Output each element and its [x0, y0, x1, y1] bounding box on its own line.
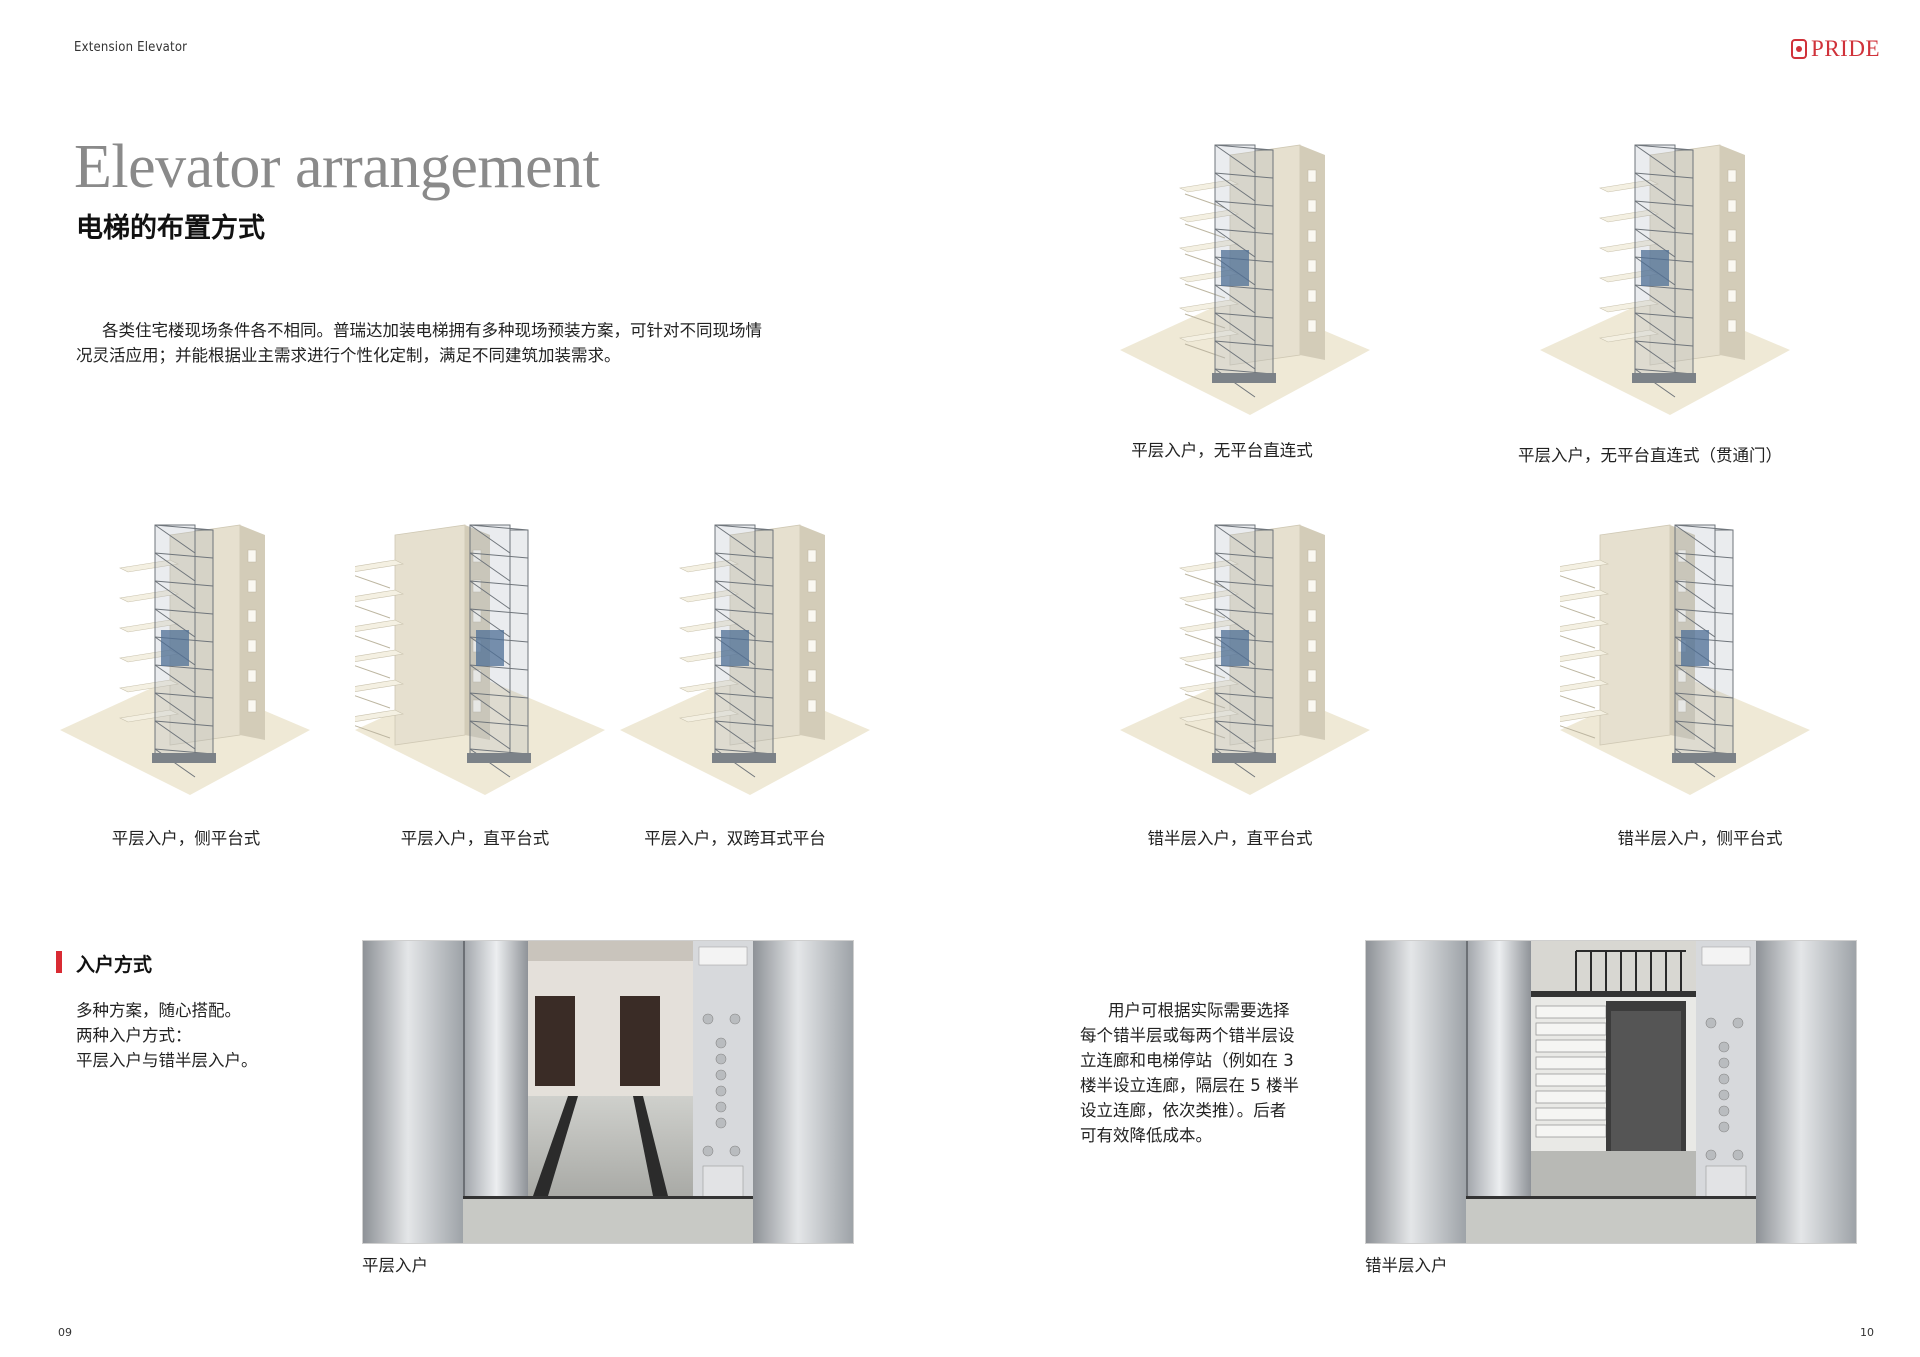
intro-line-1: 各类住宅楼现场条件各不相同。普瑞达加装电梯拥有多种现场预装方案，可针对不同现场情	[102, 321, 762, 340]
brand-logo[interactable]: PRIDE	[1791, 36, 1880, 62]
split-level-description: 用户可根据实际需要选择 每个错半层或每两个错半层设 立连廊和电梯停站（例如在 3…	[1080, 998, 1325, 1148]
section-title: 入户方式	[76, 954, 153, 976]
flat-entry-photo	[362, 940, 854, 1244]
elevator-render-5	[620, 505, 870, 805]
elevator-render-1	[1120, 125, 1370, 425]
intro-paragraph: 各类住宅楼现场条件各不相同。普瑞达加装电梯拥有多种现场预装方案，可针对不同现场情…	[76, 318, 846, 368]
right-line-2: 每个错半层或每两个错半层设	[1080, 1026, 1295, 1045]
logo-mark-icon	[1791, 39, 1808, 59]
page-number-left: 09	[58, 1326, 72, 1339]
elevator-render-2	[1540, 125, 1790, 425]
render-caption-4: 平层入户，直平台式	[400, 829, 550, 848]
page-number-right: 10	[1860, 1326, 1874, 1339]
right-line-1: 用户可根据实际需要选择	[1108, 1001, 1290, 1020]
render-caption-1: 平层入户，无平台直连式	[1131, 441, 1313, 460]
section-line-2: 两种入户方式：	[76, 1026, 192, 1045]
intro-line-2: 况灵活应用；并能根据业主需求进行个性化定制，满足不同建筑加装需求。	[76, 346, 621, 365]
section-description: 多种方案，随心搭配。 两种入户方式： 平层入户与错半层入户。	[76, 998, 258, 1073]
flat-entry-caption: 平层入户	[362, 1256, 428, 1275]
section-line-1: 多种方案，随心搭配。	[76, 1001, 241, 1020]
right-line-6: 可有效降低成本。	[1080, 1126, 1212, 1145]
render-caption-2: 平层入户，无平台直连式（贯通门）	[1518, 446, 1782, 465]
render-caption-5: 平层入户，双跨耳式平台	[644, 829, 826, 848]
page-title-en: Elevator arrangement	[74, 133, 600, 201]
section-line-3: 平层入户与错半层入户。	[76, 1051, 258, 1070]
section-accent-bar	[56, 951, 62, 973]
elevator-render-7	[1560, 505, 1810, 805]
elevator-render-6	[1120, 505, 1370, 805]
logo-text: PRIDE	[1811, 36, 1880, 61]
right-line-4: 楼半设立连廊，隔层在 5 楼半	[1080, 1076, 1299, 1095]
header-label: Extension Elevator	[74, 40, 188, 55]
render-caption-6: 错半层入户，直平台式	[1147, 829, 1313, 848]
elevator-render-3	[60, 505, 310, 805]
split-level-entry-caption: 错半层入户	[1365, 1256, 1448, 1275]
page-title-cn: 电梯的布置方式	[76, 213, 265, 244]
elevator-render-4	[355, 505, 605, 805]
right-line-3: 立连廊和电梯停站（例如在 3	[1080, 1051, 1294, 1070]
right-line-5: 设立连廊，依次类推）。后者	[1080, 1101, 1287, 1120]
split-level-entry-photo	[1365, 940, 1857, 1244]
render-caption-3: 平层入户，侧平台式	[111, 829, 261, 848]
render-caption-7: 错半层入户，侧平台式	[1617, 829, 1783, 848]
